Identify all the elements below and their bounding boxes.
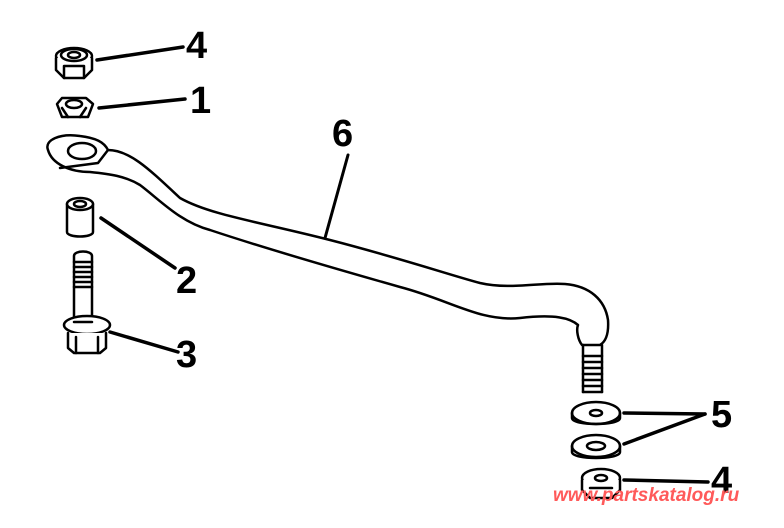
callout-5: 5 <box>711 394 733 436</box>
callout-3: 3 <box>176 334 198 376</box>
washer-upper-icon <box>570 400 622 426</box>
callout-4-top: 4 <box>186 25 208 67</box>
callout-4-bottom: 4 <box>711 460 733 502</box>
watermark: www.partskatalog.ru <box>553 485 740 506</box>
callout-2: 2 <box>176 260 198 302</box>
flange-bolt-icon <box>62 250 112 355</box>
washer-lower-icon <box>570 433 622 460</box>
locknut-top-icon <box>54 46 94 80</box>
link-rod-icon <box>46 134 610 394</box>
spacer-bushing-icon <box>65 196 95 238</box>
locknut-bottom-icon <box>580 467 622 500</box>
callout-6: 6 <box>332 113 354 155</box>
nut-icon <box>55 96 95 119</box>
callout-1: 1 <box>190 80 212 122</box>
